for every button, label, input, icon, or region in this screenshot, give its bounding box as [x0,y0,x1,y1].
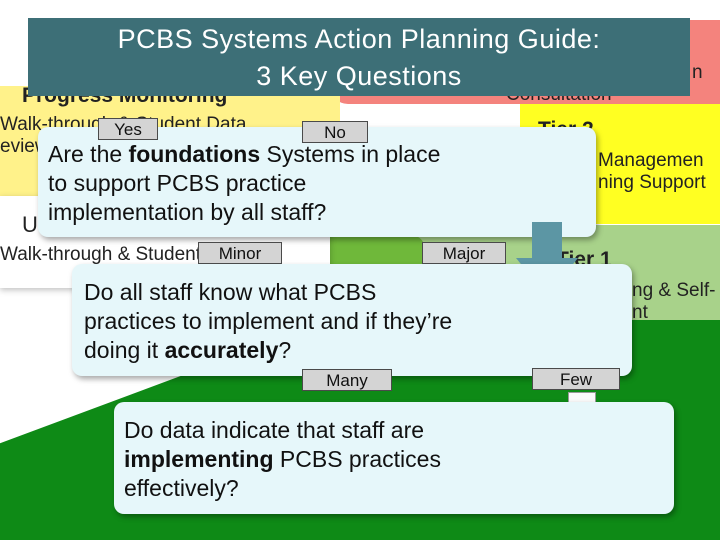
answer-major: Major [422,242,506,264]
question-text-3: Do data indicate that staff are implemen… [124,416,514,503]
answer-many: Many [302,369,392,391]
question-box-2: Do all staff know what PCBS practices to… [72,264,632,376]
answer-no: No [302,121,368,143]
title-line-1: PCBS Systems Action Planning Guide: [117,24,601,54]
question-text-1: Are the foundations Systems in place to … [48,140,448,227]
bg-self-line2: nt [632,302,648,323]
question-2-bold: accurately [164,337,279,363]
bg-learning-support: ning Support [598,172,706,193]
question-2-pre: Do all staff know what PCBS practices to… [84,279,453,363]
question-3-post: PCBS practices effectively? [124,446,441,501]
question-1-bold: foundations [128,141,261,167]
title-band: PCBS Systems Action Planning Guide: 3 Ke… [28,18,690,96]
answer-few: Few [532,368,620,390]
bg-self-line1: ng & Self- [632,280,716,301]
bg-review-partial: eview [0,136,49,157]
bg-management: Managemen [598,150,704,171]
down-arrow-icon [516,222,578,296]
answer-yes: Yes [98,118,158,140]
question-3-bold: implementing [124,446,274,472]
question-2-post: ? [278,337,292,363]
question-3-pre: Do data indicate that staff are [124,417,425,443]
question-1-pre: Are the [48,141,129,167]
question-box-1: Are the foundations Systems in place to … [38,127,596,237]
bg-n-partial: n [692,62,703,83]
answer-minor: Minor [198,242,282,264]
question-text-2: Do all staff know what PCBS practices to… [84,278,454,365]
title-line-2: 3 Key Questions [256,61,462,91]
question-1-post: Systems in place to support PCBS practic… [48,141,441,225]
bg-u-partial: U [22,212,38,237]
bg-walkthrough-2: Walk-through & Student Data [0,244,247,265]
question-box-3: Do data indicate that staff are implemen… [114,402,674,514]
